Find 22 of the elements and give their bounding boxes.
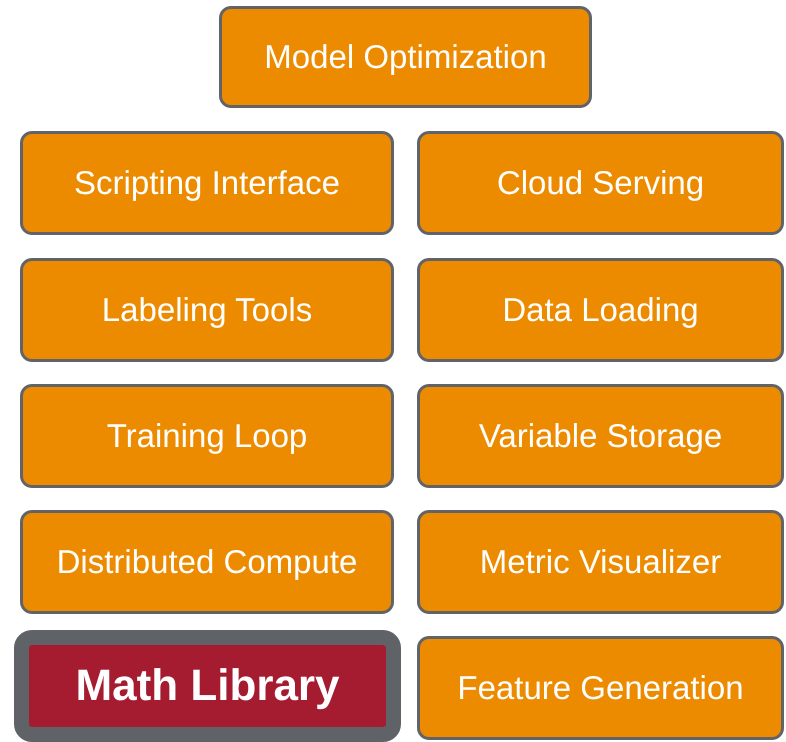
box-label: Labeling Tools	[102, 290, 312, 330]
component-box	[20, 131, 394, 235]
component-box	[20, 384, 394, 488]
box-label: Math Library	[75, 660, 340, 712]
component-box	[417, 258, 784, 362]
box-label: Cloud Serving	[496, 162, 704, 203]
box-label: Data Loading	[502, 290, 699, 330]
component-box	[417, 131, 784, 235]
component-box	[20, 258, 394, 362]
highlighted-box	[14, 630, 401, 742]
component-box	[219, 6, 592, 108]
box-label: Model Optimization	[264, 36, 547, 77]
component-box	[20, 510, 394, 614]
box-label: Distributed Compute	[56, 542, 358, 582]
box-label: Training Loop	[106, 416, 308, 456]
component-box	[417, 636, 784, 740]
box-label: Feature Generation	[457, 668, 744, 708]
component-box	[417, 510, 784, 614]
box-label: Scripting Interface	[74, 162, 340, 203]
component-box	[417, 384, 784, 488]
box-label: Variable Storage	[478, 416, 722, 456]
box-label: Metric Visualizer	[480, 542, 722, 582]
